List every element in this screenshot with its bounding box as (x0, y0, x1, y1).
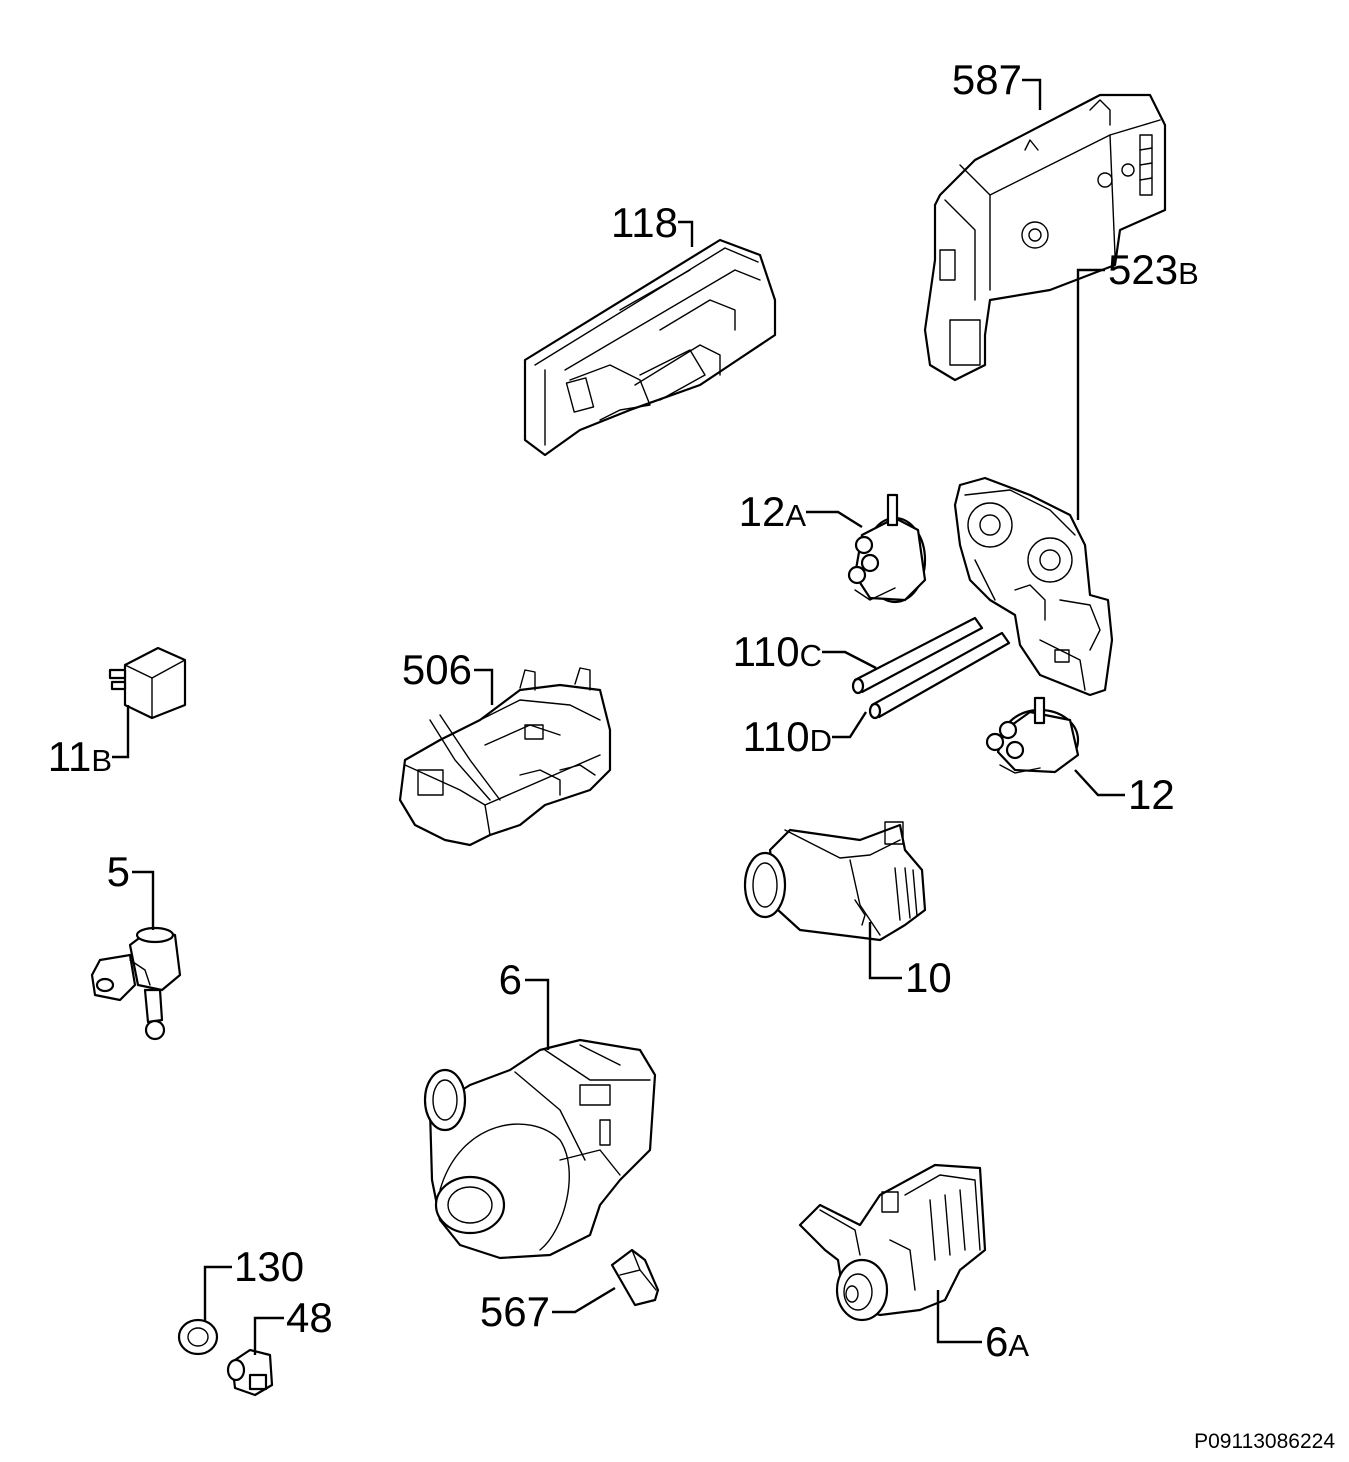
label-48: 48 (286, 1294, 333, 1341)
label-523b: 523B (1108, 246, 1199, 293)
part-130-seal[interactable] (177, 1318, 219, 1356)
drawing-code: P09113086224 (1194, 1430, 1335, 1453)
part-567-clip[interactable] (610, 1248, 660, 1307)
part-5-inlet-valve[interactable] (90, 926, 182, 1041)
label-587: 587 (952, 56, 1022, 103)
part-48-plug[interactable] (226, 1348, 274, 1397)
part-10-heater-unit[interactable] (743, 821, 927, 942)
part-110d-hose[interactable] (868, 631, 1011, 720)
label-11b: 11B (48, 733, 112, 780)
part-12a-pressure-switch[interactable] (190, 0, 927, 604)
label-5: 5 (107, 848, 130, 895)
part-11b-relay[interactable] (108, 646, 187, 720)
part-506-dispenser[interactable] (398, 667, 612, 847)
part-12-pressure-switch[interactable] (985, 696, 1080, 774)
label-6: 6 (499, 956, 522, 1003)
label-110c: 110C (733, 628, 822, 675)
label-6a: 6A (985, 1318, 1029, 1365)
part-587-control-module[interactable] (923, 93, 1167, 382)
label-12: 12 (1128, 771, 1175, 818)
label-10: 10 (905, 954, 952, 1001)
label-506: 506 (402, 646, 472, 693)
label-130: 130 (234, 1243, 304, 1290)
part-118-panel[interactable] (523, 238, 777, 457)
part-6-circulation-pump[interactable] (423, 1038, 657, 1260)
part-523b-manifold[interactable] (953, 476, 1114, 697)
label-110d: 110D (743, 713, 832, 760)
label-567: 567 (480, 1288, 550, 1335)
label-12a: 12A (739, 488, 807, 535)
label-118: 118 (611, 199, 678, 246)
part-110c-hose[interactable] (851, 616, 984, 695)
part-6a-drain-pump[interactable] (798, 1163, 987, 1322)
